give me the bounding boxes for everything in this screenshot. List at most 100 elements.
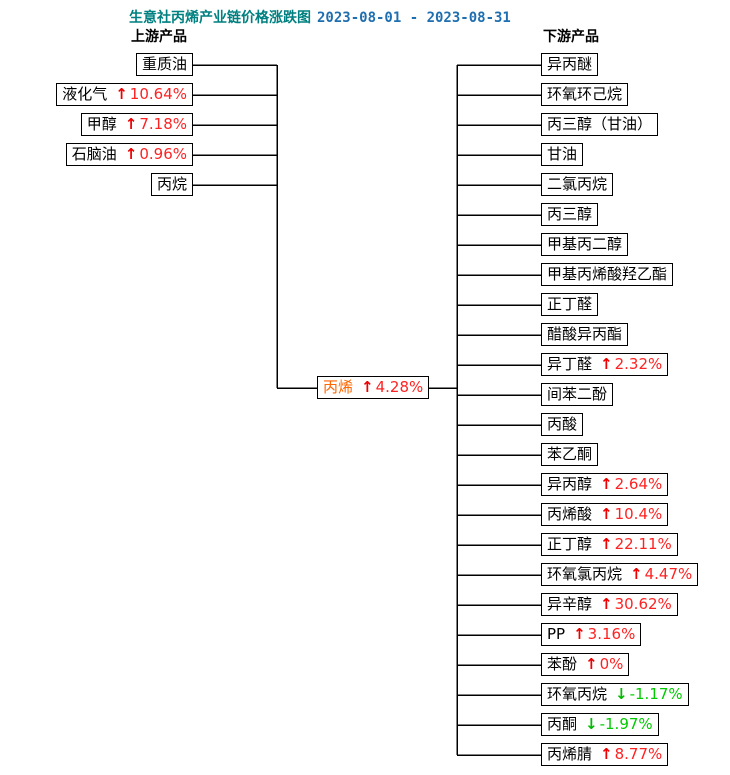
product-node-downstream[interactable]: 甲基丙烯酸羟乙酯 (541, 263, 674, 286)
product-name: 二氯丙烷 (547, 175, 608, 193)
product-name: 甲醇 (86, 115, 117, 133)
product-name: 苯乙酮 (547, 445, 593, 463)
product-node-downstream[interactable]: 丙烯腈 ↑8.77% (541, 743, 669, 766)
product-node-downstream[interactable]: 正丁醛 (541, 293, 599, 316)
change-up: ↑7.18% (125, 115, 187, 133)
product-node-downstream[interactable]: 正丁醇↑22.11% (541, 533, 678, 556)
change-up: ↑0.96% (125, 145, 187, 163)
change-value: 8.77% (614, 745, 663, 763)
product-name: 异辛醇 (547, 595, 593, 613)
product-node-downstream[interactable]: 异丙醇 ↑2.64% (541, 473, 669, 496)
product-node-downstream[interactable]: 甲基丙二醇 (541, 233, 629, 256)
product-node-downstream[interactable]: 间苯二酚 (541, 383, 614, 406)
up-arrow-icon: ↑ (361, 378, 374, 396)
product-name: 环氧丙烷 (547, 685, 608, 703)
change-up: ↑10.64% (115, 85, 187, 103)
product-node-downstream[interactable]: 丙三醇 (541, 203, 599, 226)
change-down: ↓-1.97% (585, 715, 653, 733)
product-name: 丙烷 (156, 175, 187, 193)
product-node-upstream[interactable]: 液化气 ↑10.64% (56, 83, 193, 106)
product-node-downstream[interactable]: 丙酮 ↓-1.97% (541, 713, 659, 736)
product-name: 环氧氯丙烷 (547, 565, 623, 583)
product-name: 丙酸 (547, 415, 578, 433)
product-node-downstream[interactable]: 异辛醇 ↑30.62% (541, 593, 678, 616)
product-name: 异丙醚 (547, 55, 593, 73)
product-name: 丙三醇 (547, 205, 593, 223)
title-text: 生意社丙烯产业链价格涨跌图 (129, 10, 311, 26)
product-node-downstream[interactable]: 苯酚 ↑0% (541, 653, 630, 676)
change-value: 10.4% (614, 505, 663, 523)
product-name: 丙烯酸 (547, 505, 593, 523)
product-node-center[interactable]: 丙烯 ↑4.28% (317, 376, 430, 399)
product-name: 甘油 (547, 145, 578, 163)
product-node-upstream[interactable]: 甲醇 ↑7.18% (80, 113, 193, 136)
product-node-downstream[interactable]: 苯乙酮 (541, 443, 599, 466)
product-node-downstream[interactable]: 丙三醇（甘油） (541, 113, 659, 136)
change-value: 0% (599, 655, 624, 673)
change-down: ↓-1.17% (615, 685, 683, 703)
change-up: ↑30.62% (600, 595, 672, 613)
change-value: -1.17% (629, 685, 683, 703)
product-name: 液化气 (62, 85, 108, 103)
product-node-downstream[interactable]: 甘油 (541, 143, 584, 166)
product-name: 丙酮 (547, 715, 578, 733)
product-name: 石脑油 (71, 145, 117, 163)
product-name: 丙烯 (323, 378, 354, 396)
product-node-downstream[interactable]: 环氧丙烷 ↓-1.17% (541, 683, 689, 706)
change-value: 10.64% (129, 85, 187, 103)
up-arrow-icon: ↑ (585, 655, 598, 673)
product-name: 苯酚 (547, 655, 578, 673)
product-node-downstream[interactable]: 环氧氯丙烷 ↑4.47% (541, 563, 699, 586)
change-value: 22.11% (614, 535, 672, 553)
change-up: ↑2.64% (600, 475, 662, 493)
change-up: ↑0% (585, 655, 623, 673)
product-node-downstream[interactable]: 二氯丙烷 (541, 173, 614, 196)
product-name: 异丙醇 (547, 475, 593, 493)
product-name: 醋酸异丙酯 (547, 325, 623, 343)
change-up: ↑4.47% (630, 565, 692, 583)
product-node-downstream[interactable]: 异丙醚 (541, 53, 599, 76)
change-value: 3.16% (587, 625, 636, 643)
product-node-downstream[interactable]: PP ↑3.16% (541, 623, 642, 646)
product-node-downstream[interactable]: 丙酸 (541, 413, 584, 436)
up-arrow-icon: ↑ (600, 535, 613, 553)
product-name: 环氧环己烷 (547, 85, 623, 103)
product-name: 重质油 (141, 55, 187, 73)
change-value: 7.18% (139, 115, 187, 133)
product-node-downstream[interactable]: 异丁醛 ↑2.32% (541, 353, 669, 376)
change-value: 0.96% (139, 145, 187, 163)
change-value: 2.32% (614, 355, 663, 373)
change-value: 4.47% (644, 565, 693, 583)
product-name: 甲基丙烯酸羟乙酯 (547, 265, 668, 283)
change-value: 4.28% (375, 378, 424, 396)
product-name: 异丁醛 (547, 355, 593, 373)
up-arrow-icon: ↑ (600, 475, 613, 493)
change-up: ↑22.11% (600, 535, 672, 553)
change-up: ↑8.77% (600, 745, 662, 763)
downstream-header: 下游产品 (543, 29, 599, 45)
up-arrow-icon: ↑ (630, 565, 643, 583)
change-up: ↑3.16% (573, 625, 635, 643)
up-arrow-icon: ↑ (600, 355, 613, 373)
product-node-upstream[interactable]: 重质油 (135, 53, 193, 76)
up-arrow-icon: ↑ (115, 85, 128, 103)
up-arrow-icon: ↑ (124, 115, 138, 133)
change-up: ↑10.4% (600, 505, 662, 523)
product-name: PP (547, 625, 566, 643)
product-name: 甲基丙二醇 (547, 235, 623, 253)
change-value: -1.97% (599, 715, 653, 733)
product-name: 丙三醇（甘油） (547, 115, 653, 133)
product-node-downstream[interactable]: 醋酸异丙酯 (541, 323, 629, 346)
up-arrow-icon: ↑ (573, 625, 586, 643)
product-node-upstream[interactable]: 丙烷 (150, 173, 193, 196)
title-date-range: 2023-08-01 - 2023-08-31 (317, 10, 511, 26)
product-node-downstream[interactable]: 丙烯酸 ↑10.4% (541, 503, 669, 526)
change-value: 2.64% (614, 475, 663, 493)
product-name: 丙烯腈 (547, 745, 593, 763)
down-arrow-icon: ↓ (615, 685, 628, 703)
product-node-upstream[interactable]: 石脑油 ↑0.96% (65, 143, 193, 166)
product-node-downstream[interactable]: 环氧环己烷 (541, 83, 629, 106)
up-arrow-icon: ↑ (600, 505, 613, 523)
up-arrow-icon: ↑ (600, 745, 613, 763)
